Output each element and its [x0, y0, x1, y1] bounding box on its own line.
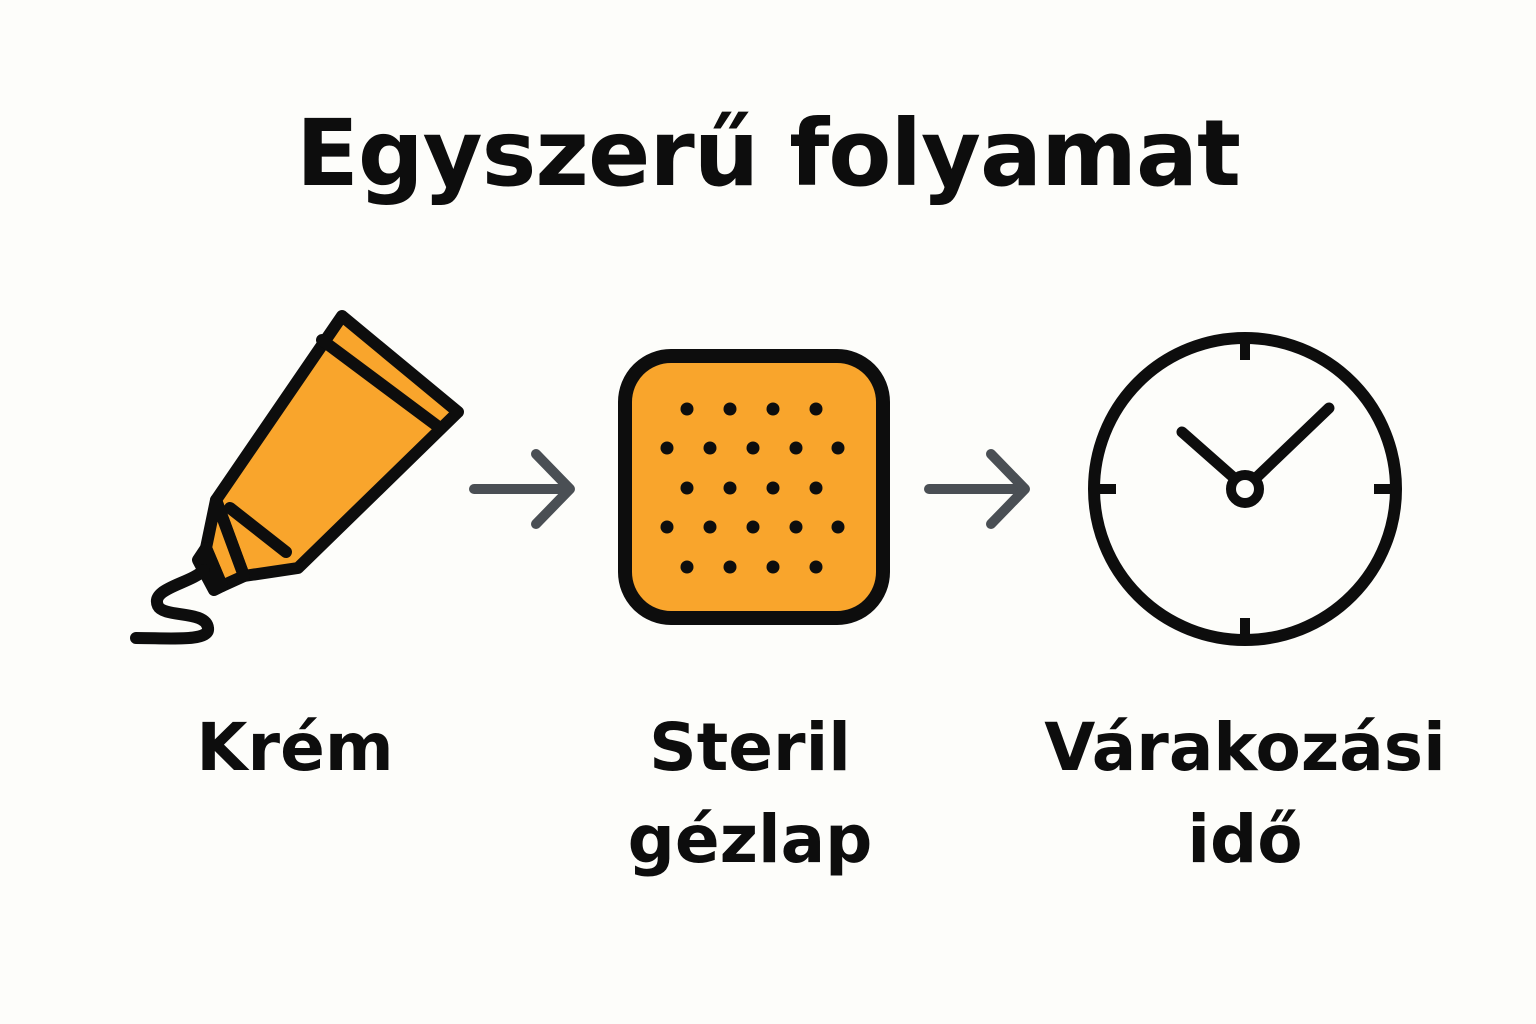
page-title: Egyszerű folyamat — [295, 100, 1241, 207]
cream-tube-icon — [130, 310, 464, 645]
clock-icon — [1088, 332, 1402, 646]
arrow-right-icon — [924, 449, 1030, 529]
step-label-waiting-time: Várakozási idő — [1044, 709, 1446, 878]
step-label-cream: Krém — [196, 709, 394, 786]
step-label-gauze: Steril gézlap — [627, 709, 873, 878]
gauze-dots — [660, 402, 845, 574]
gauze-pad-icon — [618, 349, 890, 625]
arrow-right-icon — [469, 449, 575, 529]
